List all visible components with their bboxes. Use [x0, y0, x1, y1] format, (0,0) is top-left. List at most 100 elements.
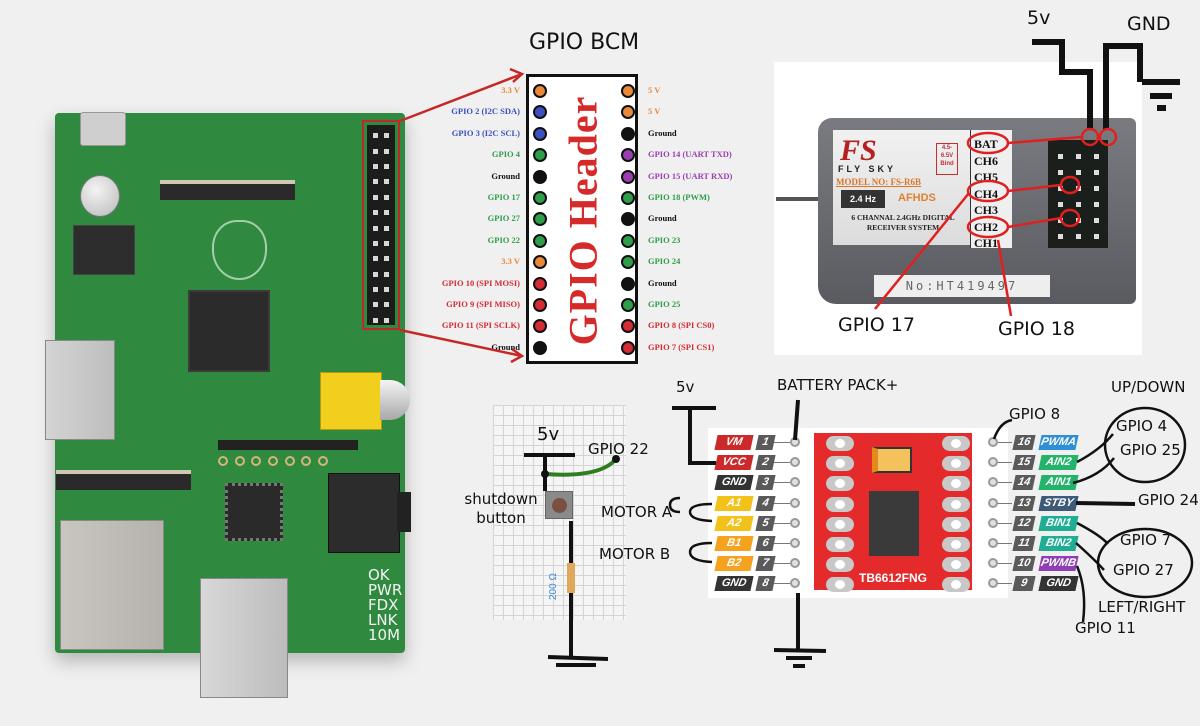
receiver-description: 6 CHANNAL 2.4GHz DIGITAL RECEIVER SYSTEM	[851, 213, 955, 232]
driver-hole	[826, 456, 854, 472]
driver-terminal[interactable]	[790, 517, 800, 528]
receiver-pin	[1094, 202, 1099, 207]
header-pin	[384, 225, 389, 231]
gpio-pin-dot	[621, 212, 635, 227]
driver-pin-number: 16	[1012, 435, 1036, 450]
led-label: PWR	[368, 581, 403, 599]
led-label: FDX	[368, 596, 399, 614]
gpio-pin-label: GPIO 27	[487, 213, 520, 224]
pwmb-gpio-label: GPIO 11	[1075, 619, 1136, 637]
gpio-pin-label: 5 V	[648, 85, 661, 95]
bin1-gpio-label: GPIO 7	[1120, 531, 1172, 549]
stby-wire	[1075, 501, 1136, 506]
driver-chip-name: TB6612FNG	[858, 571, 928, 585]
gpio-pin-label: Ground	[648, 127, 677, 138]
driver-terminal[interactable]	[988, 497, 998, 508]
micro-usb-power-port	[80, 112, 126, 146]
resistor-icon	[567, 563, 575, 593]
resistor-value: 200 Ω	[548, 573, 559, 600]
shutdown-5v-label: 5v	[537, 424, 560, 445]
driver-terminal[interactable]	[988, 578, 998, 589]
driver-pin-name: GND	[1038, 576, 1079, 592]
header-pin	[384, 133, 389, 139]
driver-pin-name: BIN1	[1038, 515, 1079, 531]
driver-pin-number: 1	[755, 435, 776, 450]
driver-pin-number: 8	[755, 576, 776, 592]
receiver-gnd-label: GND	[1127, 13, 1171, 35]
gpio-pin-label: 5 V	[648, 106, 661, 117]
receiver-pin	[1094, 234, 1099, 239]
ain2-gpio-label: GPIO 4	[1116, 417, 1168, 435]
led-label: 10M	[368, 626, 401, 644]
gpio-pin-dot	[621, 319, 635, 334]
driver-hole	[942, 436, 970, 451]
header-pin	[384, 302, 389, 308]
driver-pin-name: VM	[714, 435, 754, 450]
driver-pin-name: A2	[714, 515, 754, 531]
driver-pin-lead	[998, 442, 1012, 443]
battery-pack-label: BATTERY PACK+	[777, 376, 899, 394]
camera-connector	[56, 470, 191, 490]
driver-terminal[interactable]	[790, 457, 800, 468]
gpio-pin-dot	[533, 233, 547, 248]
shutdown-button[interactable]	[545, 491, 573, 519]
driver-terminal[interactable]	[988, 558, 998, 569]
driver-pin-lead	[774, 522, 790, 524]
gpio-pin-dot	[533, 148, 547, 163]
driver-terminal[interactable]	[790, 437, 800, 447]
button-cap-icon	[552, 498, 567, 513]
gpio-pin-label: GPIO 14 (UART TXD)	[648, 149, 732, 160]
brand-name: FLY SKY	[838, 164, 897, 174]
gpio-header-text: GPIO Header	[560, 95, 606, 345]
header-pin	[384, 179, 389, 185]
gpio-pin-label: GPIO 8 (SPI CS0)	[648, 320, 715, 331]
receiver-pin	[1094, 186, 1099, 191]
driver-pin-lead	[774, 563, 790, 565]
header-pin	[384, 148, 389, 154]
driver-hole	[826, 577, 854, 593]
driver-pin-number: 13	[1012, 495, 1036, 511]
header-pin	[373, 287, 378, 293]
pwmb-wire	[1075, 565, 1086, 623]
driver-terminal[interactable]	[988, 477, 998, 488]
gpio-pin-dot	[533, 298, 547, 312]
receiver-5v-label: 5v	[1027, 7, 1051, 29]
driver-pin-lead	[998, 583, 1012, 585]
driver-5v-label: 5v	[676, 378, 695, 396]
gpio-header-label: GPIO Header	[548, 90, 618, 350]
gpio-pin-dot	[533, 191, 547, 205]
driver-pin-number: 2	[755, 455, 776, 471]
model-number: MODEL NO: FS-R6B	[836, 177, 922, 187]
shutdown-ground-1	[547, 655, 609, 661]
driver-pin-number: 11	[1012, 536, 1036, 551]
arrow-top-head	[509, 67, 525, 83]
soc-chip	[188, 290, 270, 372]
gpio-pin-label: GPIO 18 (PWM)	[648, 192, 710, 202]
driver-terminal[interactable]	[790, 477, 800, 488]
gpio-pin-dot	[621, 276, 635, 291]
driver-hole	[942, 476, 970, 492]
header-pin	[384, 271, 389, 277]
receiver-pin	[1058, 218, 1063, 223]
driver-pin-number: 4	[755, 495, 776, 511]
gpio-pin-label: GPIO 7 (SPI CS1)	[648, 341, 715, 352]
ch4-gpio-label: GPIO 17	[838, 314, 915, 336]
driver-terminal[interactable]	[790, 578, 800, 589]
driver-terminal[interactable]	[790, 538, 800, 548]
bin2-wire	[1075, 542, 1105, 571]
driver-terminal[interactable]	[988, 437, 998, 447]
driver-terminal[interactable]	[988, 517, 998, 528]
header-pin	[384, 287, 389, 293]
gpio-pin-dot	[621, 169, 635, 184]
header-pin	[384, 163, 389, 169]
driver-terminal[interactable]	[988, 457, 998, 468]
driver-pin-name: AIN2	[1038, 455, 1079, 471]
driver-terminal[interactable]	[988, 538, 998, 548]
header-pin	[373, 302, 378, 308]
gpio-pin-dot	[533, 105, 547, 120]
driver-hole	[826, 537, 854, 552]
gpio-pin-dot	[621, 233, 635, 248]
driver-terminal[interactable]	[790, 558, 800, 569]
gpio-pin-label: Ground	[648, 277, 677, 288]
driver-terminal[interactable]	[790, 497, 800, 508]
